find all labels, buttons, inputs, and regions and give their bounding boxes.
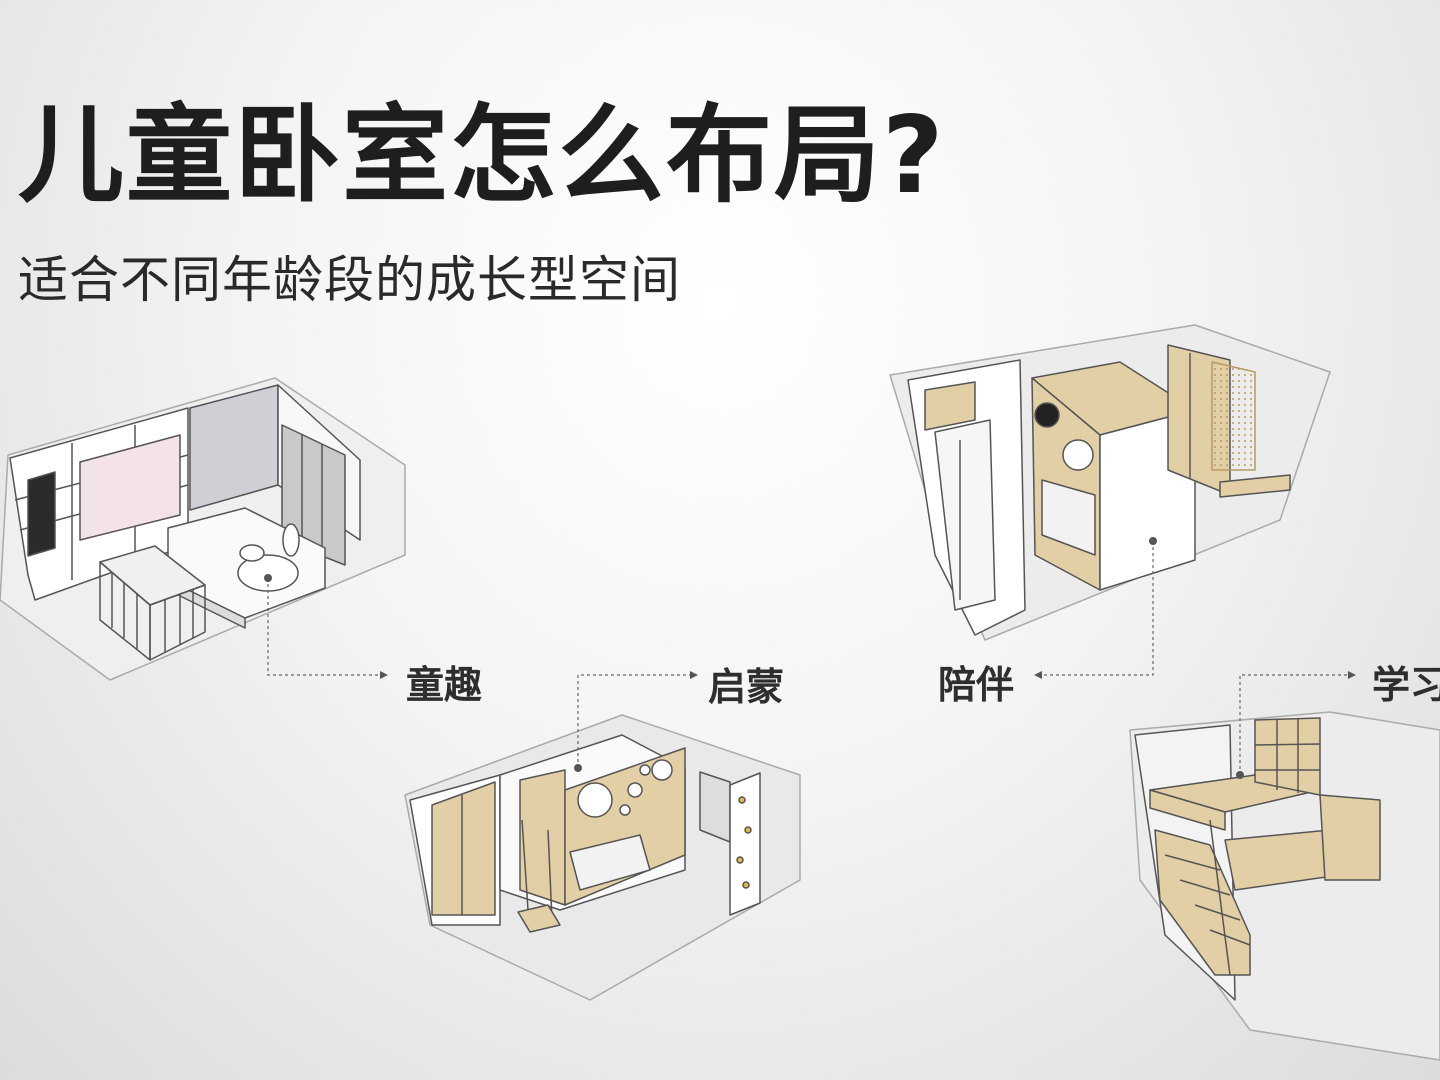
callout-lines <box>267 541 1348 775</box>
room-label-fun: 童趣 <box>406 663 483 707</box>
page-title: 儿童卧室怎么布局? <box>18 94 946 217</box>
room-enlighten-illustration <box>404 714 801 1001</box>
page-subtitle: 适合不同年龄段的成长型空间 <box>18 251 681 309</box>
room-label-companion: 陪伴 <box>938 663 1015 707</box>
room-companion-illustration <box>889 324 1331 641</box>
room-label-study: 学习 <box>1372 663 1440 707</box>
room-study-illustration <box>1129 711 1440 1061</box>
room-fun-illustration <box>0 377 406 681</box>
callout-markers <box>264 537 1356 779</box>
room-label-enlighten: 启蒙 <box>708 665 785 709</box>
